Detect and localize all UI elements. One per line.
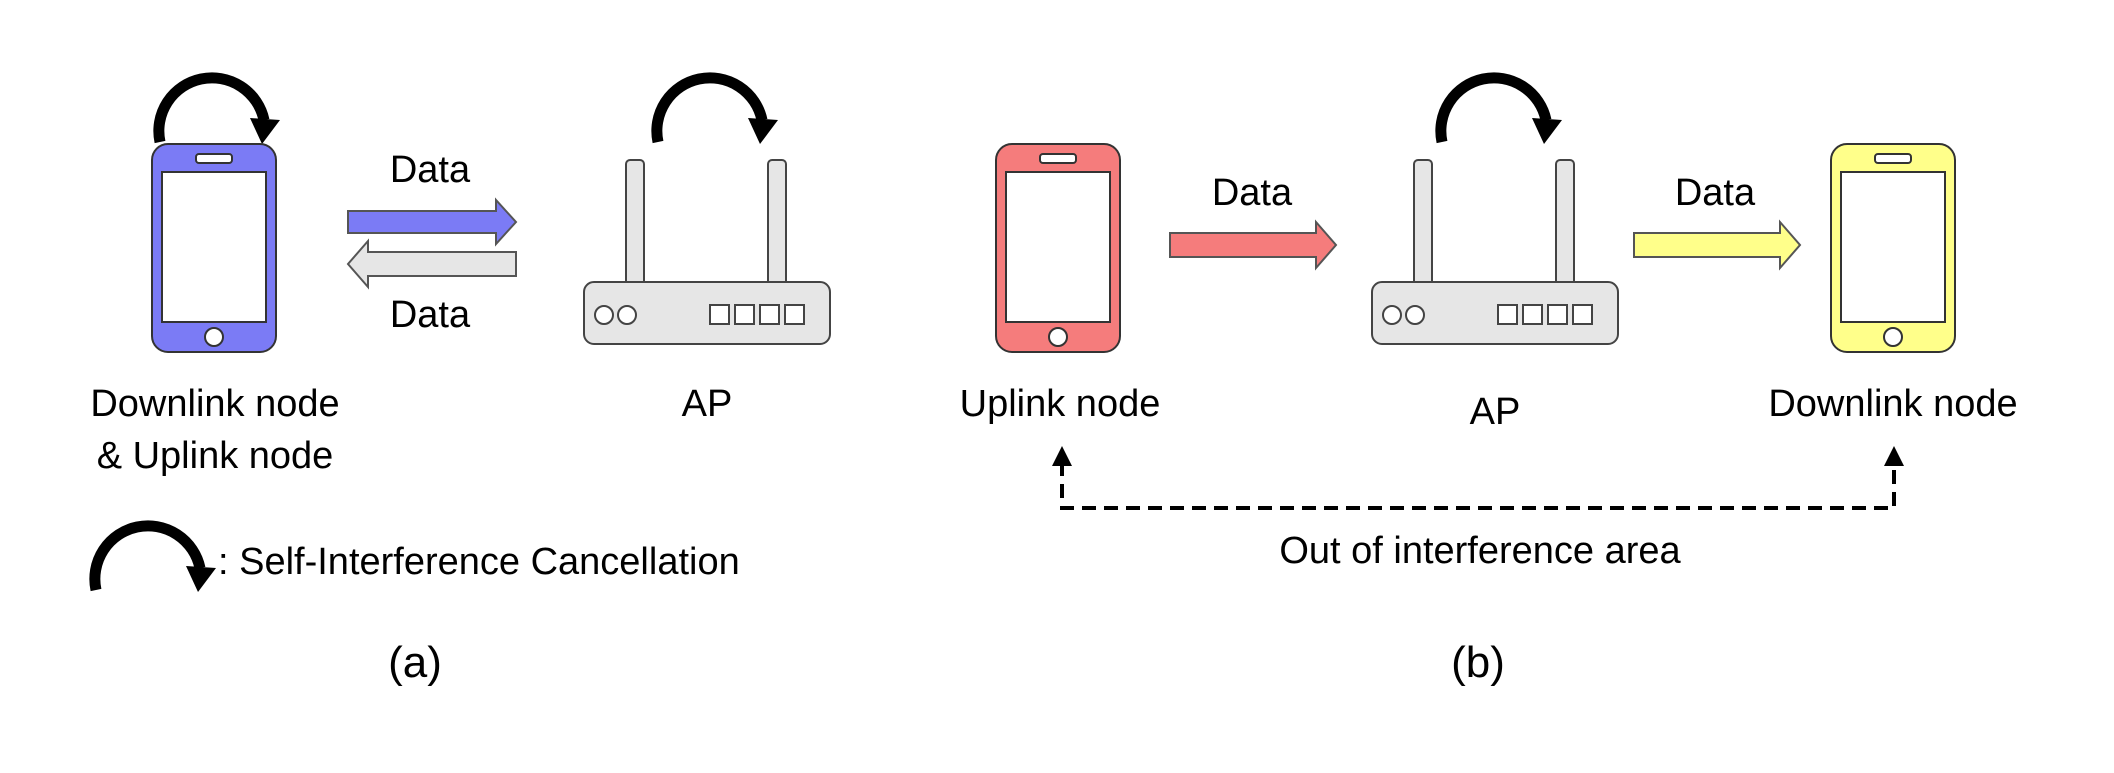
panel-a: Data Data Downlink node & Uplink node AP…	[90, 78, 831, 687]
self-interference-cancellation-icon	[95, 526, 216, 592]
self-interference-cancellation-icon	[1441, 78, 1562, 144]
data-label: Data	[1212, 172, 1293, 214]
data-label: Data	[390, 149, 471, 191]
interference-area-bracket	[1052, 446, 1904, 510]
panel-b: Data Data Uplink node AP Downlink node O…	[960, 78, 2018, 687]
router-icon	[583, 159, 831, 345]
router-icon	[1371, 159, 1619, 345]
node-label: & Uplink node	[97, 435, 334, 477]
self-interference-cancellation-icon	[159, 78, 280, 144]
interference-area-label: Out of interference area	[1279, 530, 1681, 572]
data-arrow-icon	[347, 197, 518, 247]
legend-text: : Self-Interference Cancellation	[218, 541, 740, 583]
downlink-node-label: Downlink node	[1768, 383, 2017, 425]
data-label: Data	[390, 294, 471, 336]
uplink-node-label: Uplink node	[960, 383, 1161, 425]
node-label: Downlink node	[90, 383, 339, 425]
self-interference-cancellation-icon	[657, 78, 778, 144]
smartphone-icon	[1830, 143, 1956, 353]
data-label: Data	[1675, 172, 1756, 214]
caption: (b)	[1451, 638, 1505, 687]
smartphone-icon	[995, 143, 1121, 353]
smartphone-icon	[151, 143, 277, 353]
data-arrow-icon	[1169, 219, 1338, 271]
caption: (a)	[388, 638, 442, 687]
ap-label: AP	[1470, 391, 1521, 433]
ap-label: AP	[682, 383, 733, 425]
data-arrow-icon	[346, 238, 517, 290]
data-arrow-icon	[1633, 219, 1802, 271]
